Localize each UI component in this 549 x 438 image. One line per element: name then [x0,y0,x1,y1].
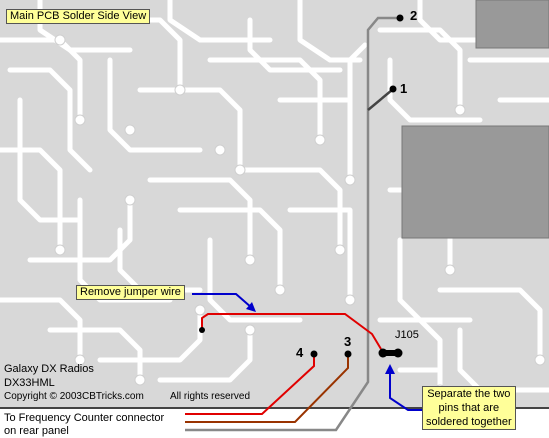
arrow-separate-head [385,364,395,374]
red-jumper-wire [201,313,382,350]
model-text: DX33HML [4,377,55,389]
rights-text: All rights reserved [170,391,251,402]
brand-text: Galaxy DX Radios [4,363,94,375]
pin-label-3: 3 [344,334,352,349]
pin1-dot [389,85,397,93]
pin2-dot [396,14,404,22]
diagram-title: Main PCB Solder Side View [6,9,151,24]
gray-wire [185,16,400,432]
callout-remove-jumper: Remove jumper wire [76,285,185,300]
callout-separate-line3: soldered together [426,416,512,428]
connector-text-line2: on rear panel [4,425,69,437]
solder-pads [54,34,546,396]
jumper-end-dot [199,327,205,333]
pin4-dot [310,350,318,358]
brown-wire-pin3 [185,354,349,423]
callout-separate-line1: Separate the two [427,388,511,400]
red-wire-pin4 [185,354,315,415]
j105-jumper [378,348,403,358]
callout-separate-pins: Separate the two pins that are soldered … [422,386,516,430]
arrow-remove-line [192,293,253,309]
arrow-separate-line [389,372,422,411]
connector-text-line1: To Frequency Counter connector [4,412,165,424]
j105-label: J105 [395,329,419,341]
pin-label-4: 4 [296,345,304,360]
pin-label-1: 1 [400,81,408,96]
ic-component-top [475,0,549,49]
pin-label-2: 2 [410,8,418,23]
pin1-lead [367,89,393,111]
ic-component-large [401,125,549,239]
copyright-text: Copyright © 2003CBTricks.com [4,391,144,402]
pin3-dot [344,350,352,358]
arrow-remove-head [246,302,256,312]
callout-separate-line2: pins that are [438,402,500,414]
